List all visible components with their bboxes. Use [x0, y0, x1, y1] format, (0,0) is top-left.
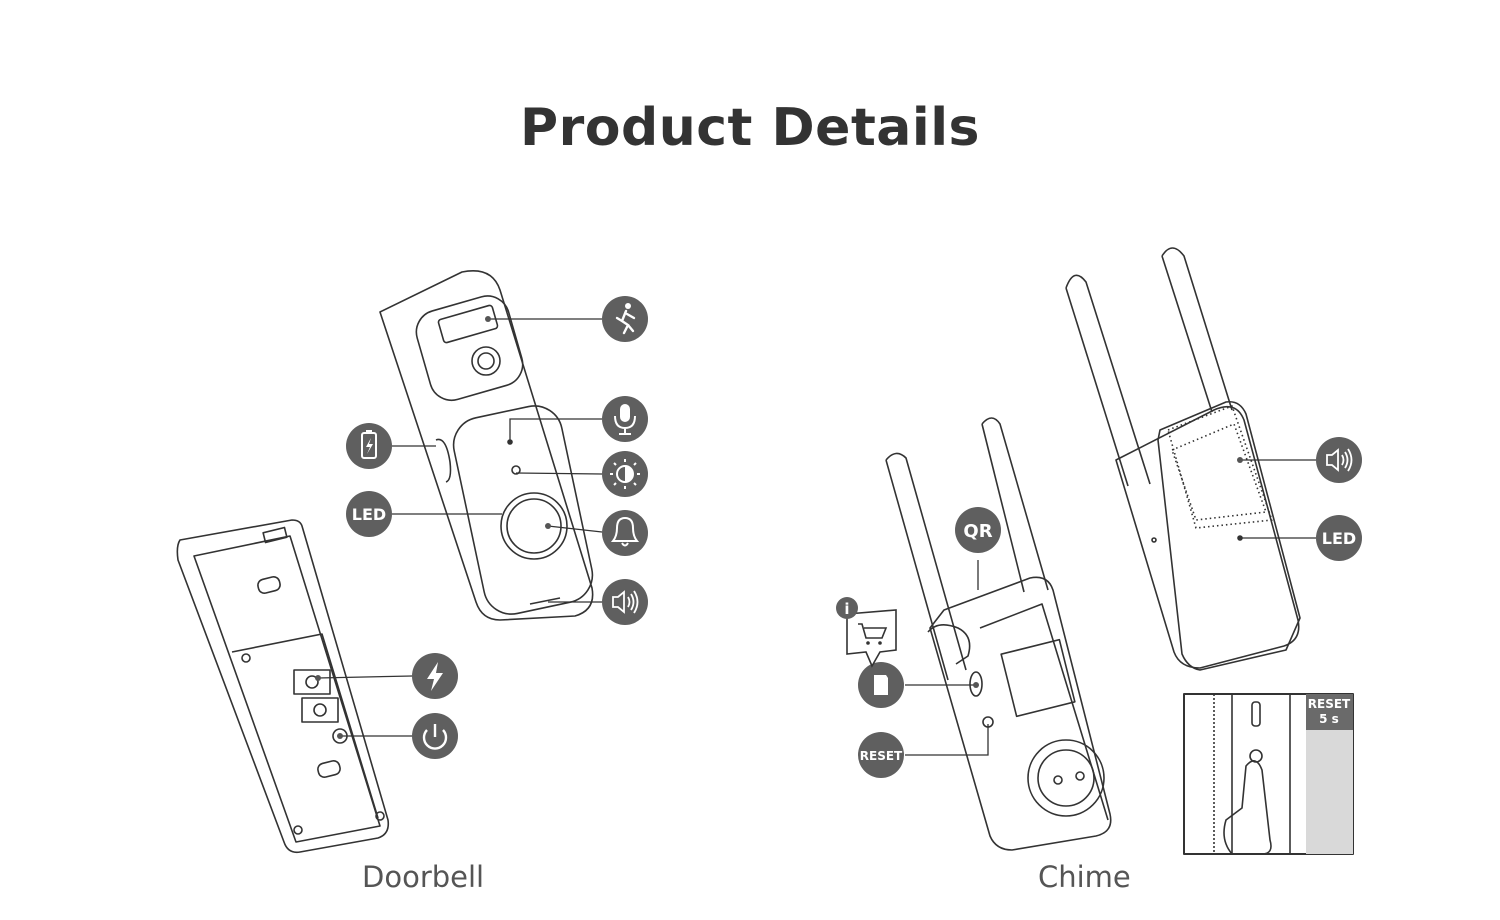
leader-dots — [315, 316, 1243, 739]
chime-speaker-icon — [1316, 437, 1362, 483]
bell-icon — [602, 510, 648, 556]
leader-lines — [317, 318, 1316, 756]
reset-inset-label: RESET — [1308, 697, 1351, 711]
reset-inset — [1183, 693, 1354, 855]
page-title: Product Details — [520, 98, 980, 158]
info-icon: i — [836, 597, 858, 619]
qr-label: QR — [963, 521, 992, 542]
power-button-icon — [412, 713, 458, 759]
motion-sensor-icon — [602, 296, 648, 342]
reset-label: RESET — [860, 749, 903, 763]
chime-led-label: LED — [1322, 529, 1356, 548]
chime-caption: Chime — [1038, 860, 1131, 894]
reset-duration-label: 5 s — [1319, 712, 1339, 726]
microphone-icon — [602, 396, 648, 442]
doorbell-back — [176, 519, 390, 854]
power-input-icon — [412, 653, 458, 699]
doorbell-front — [379, 270, 594, 621]
chime-speaker-unit — [1065, 247, 1301, 671]
sd-card-icon — [858, 662, 904, 708]
qr-badge: QR — [955, 507, 1001, 553]
led-label: LED — [352, 505, 386, 524]
doorbell-caption: Doorbell — [362, 860, 485, 894]
led-badge: LED — [346, 491, 392, 537]
chime-plug-unit — [885, 417, 1112, 851]
light-sensor-icon — [602, 451, 648, 497]
speaker-icon — [602, 579, 648, 625]
info-label: i — [844, 600, 849, 618]
battery-icon — [346, 423, 392, 469]
shopping-cart-icon — [846, 609, 897, 668]
reset-badge: RESET — [858, 732, 904, 778]
chime-led-badge: LED — [1316, 515, 1362, 561]
